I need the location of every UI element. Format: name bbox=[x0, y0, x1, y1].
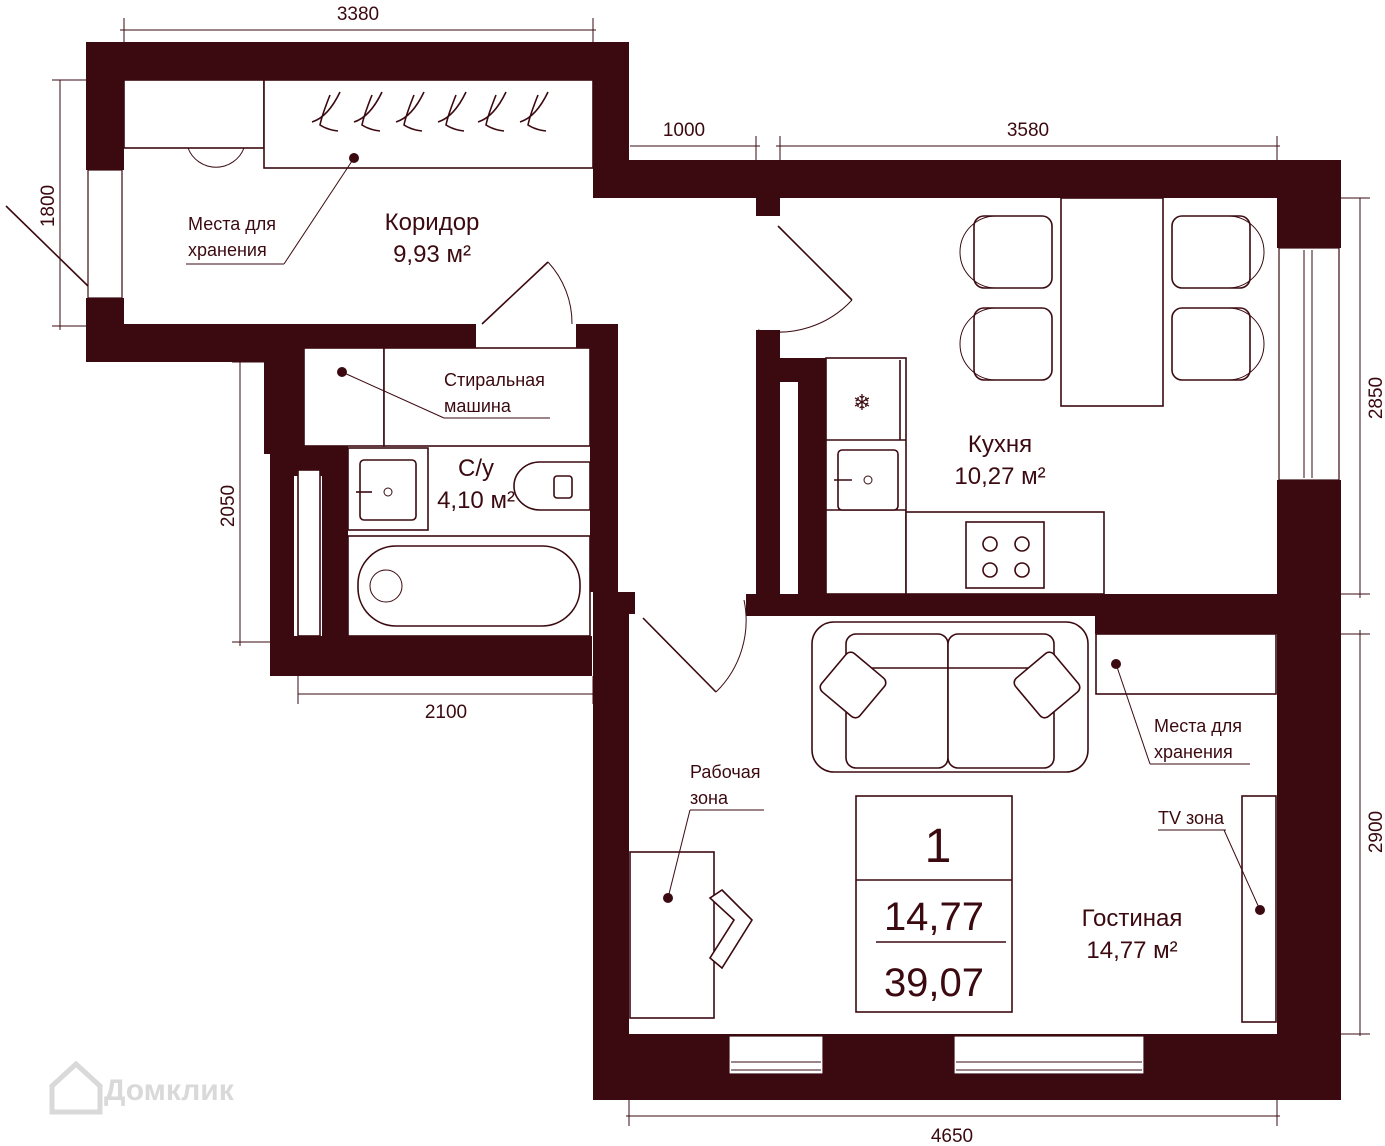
storage-living-label-1: Места для bbox=[1154, 716, 1242, 736]
freezer-icon: ❄ bbox=[853, 390, 871, 415]
work-zone-label-2: зона bbox=[690, 788, 729, 808]
storage-top-label-1: Места для bbox=[188, 214, 276, 234]
washer-label-1: Стиральная bbox=[444, 370, 545, 390]
dim-bathroom-width: 2100 bbox=[425, 702, 467, 723]
dim-living-width: 4650 bbox=[931, 1126, 973, 1146]
kitchen-name: Кухня bbox=[968, 431, 1032, 458]
summary-rooms: 1 bbox=[925, 820, 952, 873]
bathroom-name: С/у bbox=[458, 455, 494, 482]
dim-door-gap: 1000 bbox=[663, 120, 705, 141]
dim-kitchen-width: 3580 bbox=[1007, 120, 1049, 141]
living-name: Гостиная bbox=[1082, 905, 1183, 932]
kitchen-furniture bbox=[825, 197, 1265, 595]
dim-bathroom-height: 2050 bbox=[218, 485, 239, 527]
dim-kitchen-height: 2850 bbox=[1366, 377, 1385, 419]
storage-top-label-2: хранения bbox=[188, 240, 267, 260]
bathroom-fixtures bbox=[297, 347, 591, 637]
house-icon bbox=[49, 1060, 103, 1115]
living-furniture bbox=[629, 621, 1277, 1023]
windows bbox=[87, 169, 1340, 1075]
walls bbox=[86, 42, 1341, 1100]
dimension-lines bbox=[52, 18, 1370, 1126]
dim-living-height: 2900 bbox=[1366, 811, 1385, 853]
tv-zone-label: TV зона bbox=[1158, 808, 1225, 828]
dim-top-left: 3380 bbox=[337, 4, 379, 25]
summary-total-area: 39,07 bbox=[884, 961, 984, 1005]
living-area: 14,77 м² bbox=[1086, 937, 1177, 964]
corridor-name: Коридор bbox=[385, 209, 480, 236]
watermark-text: Домклик bbox=[104, 1074, 235, 1107]
watermark: Домклик bbox=[49, 1060, 235, 1115]
washer-label-2: машина bbox=[444, 396, 512, 416]
corridor-area: 9,93 м² bbox=[393, 241, 471, 268]
summary-living-area: 14,77 bbox=[884, 895, 984, 939]
dim-left-corridor: 1800 bbox=[38, 185, 59, 227]
leaders bbox=[186, 153, 1265, 915]
kitchen-area: 10,27 м² bbox=[954, 463, 1045, 490]
work-zone-label-1: Рабочая bbox=[690, 762, 760, 782]
bathroom-area: 4,10 м² bbox=[437, 487, 515, 514]
wardrobe bbox=[123, 79, 594, 169]
doors bbox=[5, 147, 853, 693]
storage-living-label-2: хранения bbox=[1154, 742, 1233, 762]
